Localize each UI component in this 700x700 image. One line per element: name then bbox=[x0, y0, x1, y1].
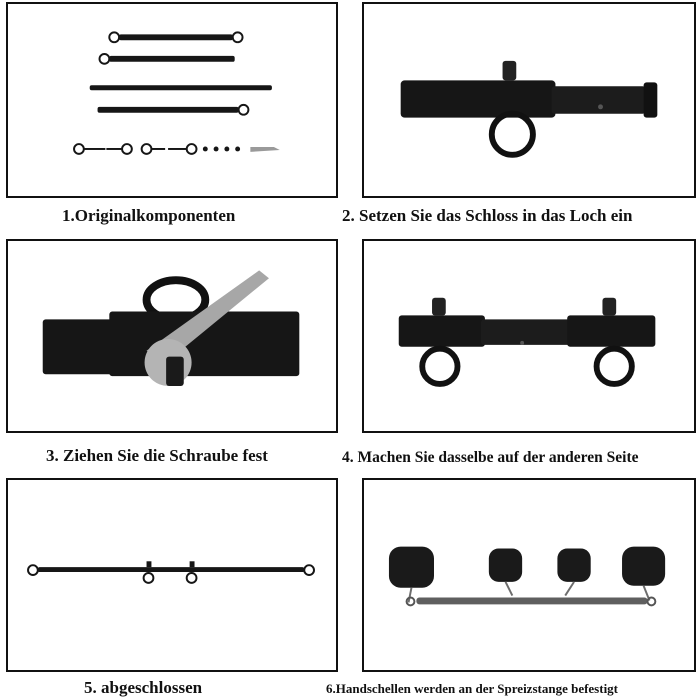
panel-insert-lock bbox=[362, 2, 696, 198]
panel-other-side bbox=[362, 239, 696, 433]
panel-original-components bbox=[6, 2, 338, 198]
caption-step-1: 1.Originalkomponenten bbox=[62, 206, 236, 225]
caption-step-3: 3. Ziehen Sie die Schraube fest bbox=[46, 446, 268, 465]
caption-step-6: 6.Handschellen werden an der Spreizstang… bbox=[326, 681, 619, 696]
components-illustration bbox=[73, 31, 280, 155]
cuffs-on-bar-illustration bbox=[388, 546, 666, 607]
panel-tighten-screw bbox=[6, 239, 338, 433]
caption-step-4: 4. Machen Sie dasselbe auf der anderen S… bbox=[342, 449, 639, 466]
assembled-bar-illustration bbox=[27, 561, 315, 584]
bar-two-locks-illustration bbox=[398, 297, 656, 387]
wrench-illustration bbox=[42, 270, 300, 386]
panel-cuffs-attached bbox=[362, 478, 696, 672]
bar-with-lock-illustration bbox=[400, 60, 658, 158]
caption-step-5: 5. abgeschlossen bbox=[84, 678, 203, 697]
panel-completed bbox=[6, 478, 338, 672]
caption-step-2: 2. Setzen Sie das Schloss in das Loch ei… bbox=[342, 206, 633, 225]
